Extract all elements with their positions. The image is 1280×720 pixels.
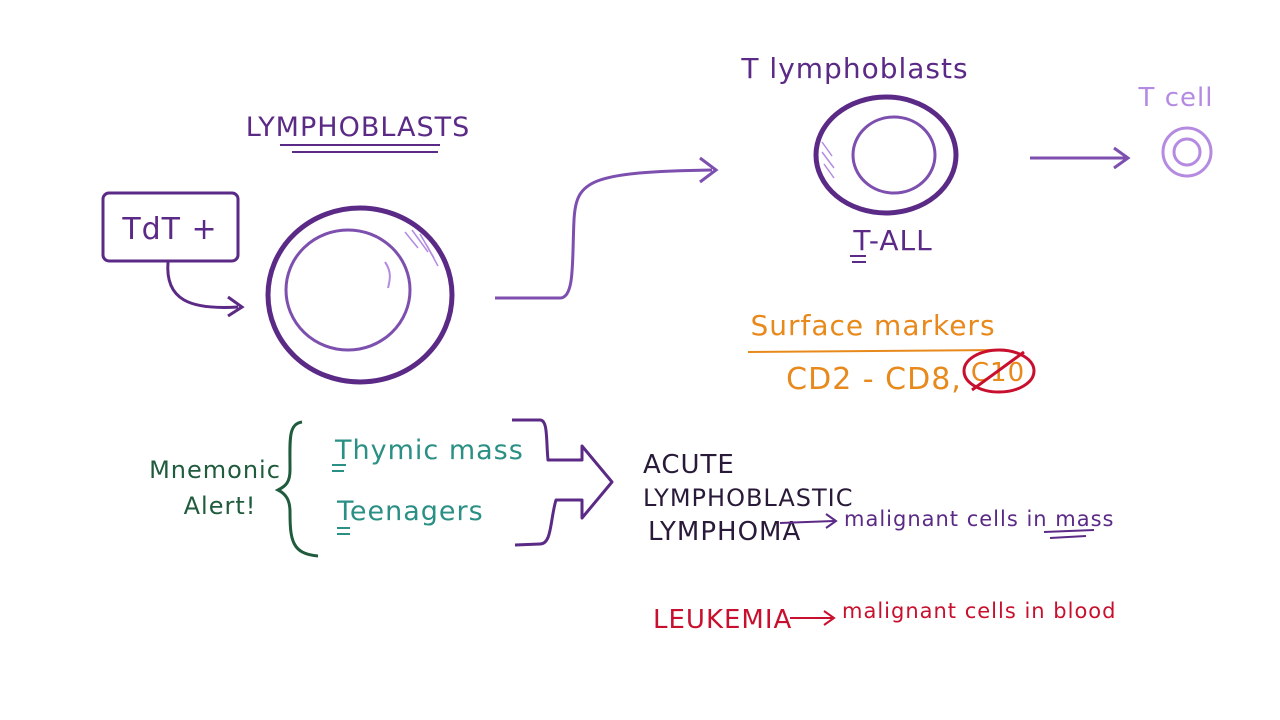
leukemia-note: malignant cells in blood [842,599,1116,623]
leukemia-label: LEUKEMIA [653,605,792,635]
crossed-marker-circle [962,348,1036,394]
lymphoma-arrow-head [825,513,838,529]
surface-markers-list: CD2 - CD8, [786,362,962,397]
t-cell-nucleus [1172,137,1202,167]
mass-underline-2 [1049,535,1087,539]
leukemia-arrow-head [823,610,836,626]
mass-underline-1 [1043,529,1095,533]
t-cell-title: T cell [1138,83,1214,113]
t-lymphoblast-cell-outer [813,94,959,216]
t-lymphoblasts-title: T lymphoblasts [740,52,968,85]
lymphoma-line3: LYMPHOMA [648,517,801,547]
lymphoblast-cell-outer [265,205,455,385]
mnemonic-brace [274,420,319,558]
lymphoblast-cell-highlight [384,261,391,289]
t-cell-outer [1161,126,1213,178]
mnemonic-label-line1: Mnemonic [149,456,281,484]
lymphoblasts-title: LYMPHOBLASTS [246,112,471,143]
mnemonic-label-line2: Alert! [184,492,257,520]
lymphoma-line2: LYMPHOBLASTIC [643,484,854,512]
t-all-label: T-ALL [852,224,932,257]
surface-markers-title: Surface markers [750,309,995,342]
lymphoma-note: malignant cells in mass [844,507,1115,531]
tdt-label: TdT + [121,212,217,247]
surface-markers-underline [747,349,1001,353]
mnemonic-item-teenagers: Teenagers [336,496,484,527]
mnemonic-item-thymic-mass: Thymic mass [334,435,524,466]
tdt-arrow-head [227,295,245,318]
lymphoma-line1: ACUTE [643,450,735,480]
arrow-to-t-lymphoblasts-head [699,156,719,184]
arrow-to-t-lymphoblasts [495,168,713,300]
tdt-arrow [166,261,239,309]
lymphoblast-cell-shading [404,229,439,267]
arrow-to-t-cell-head [1113,146,1131,170]
lymphoma-arrow [779,520,835,524]
t-lymphoblast-cell-shading [821,141,835,179]
lymphoblast-cell-nucleus [284,228,412,352]
t-lymphoblast-cell-nucleus [851,115,937,195]
tdt-box [101,191,240,263]
bracket-arrow [512,418,614,547]
crossed-marker-slash [971,350,1025,392]
